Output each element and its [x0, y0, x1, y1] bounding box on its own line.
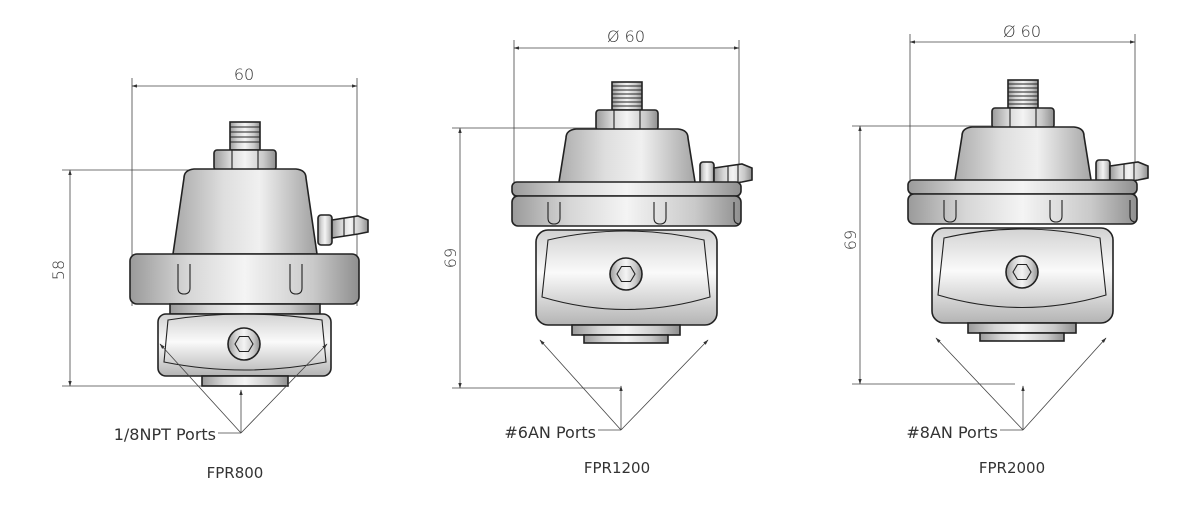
fpr1200-body	[511, 81, 753, 344]
fpr2000-height-label: 69	[841, 230, 860, 250]
fpr2000-regulator: Ø 60 69 #8AN Ports FPR2000	[841, 22, 1149, 477]
fpr800-ports-label: 1/8NPT Ports	[114, 425, 216, 444]
fpr800-regulator: 60 58	[49, 65, 369, 482]
fpr1200-regulator: Ø 60 69 #6AN Ports FPR1200	[441, 27, 753, 477]
fpr1200-ports-label: #6AN Ports	[504, 423, 596, 442]
fpr2000-body	[907, 79, 1149, 342]
fpr800-height-label: 58	[49, 260, 68, 280]
fpr800-model-label: FPR800	[207, 464, 264, 482]
fpr1200-model-label: FPR1200	[584, 459, 650, 477]
fpr1200-width-label: Ø 60	[607, 27, 645, 46]
fpr2000-width-label: Ø 60	[1003, 22, 1041, 41]
fpr800-width-label: 60	[234, 65, 254, 84]
fpr2000-model-label: FPR2000	[979, 459, 1045, 477]
fpr2000-ports-label: #8AN Ports	[906, 423, 998, 442]
fpr800-body	[129, 121, 369, 387]
fpr1200-height-label: 69	[441, 248, 460, 268]
